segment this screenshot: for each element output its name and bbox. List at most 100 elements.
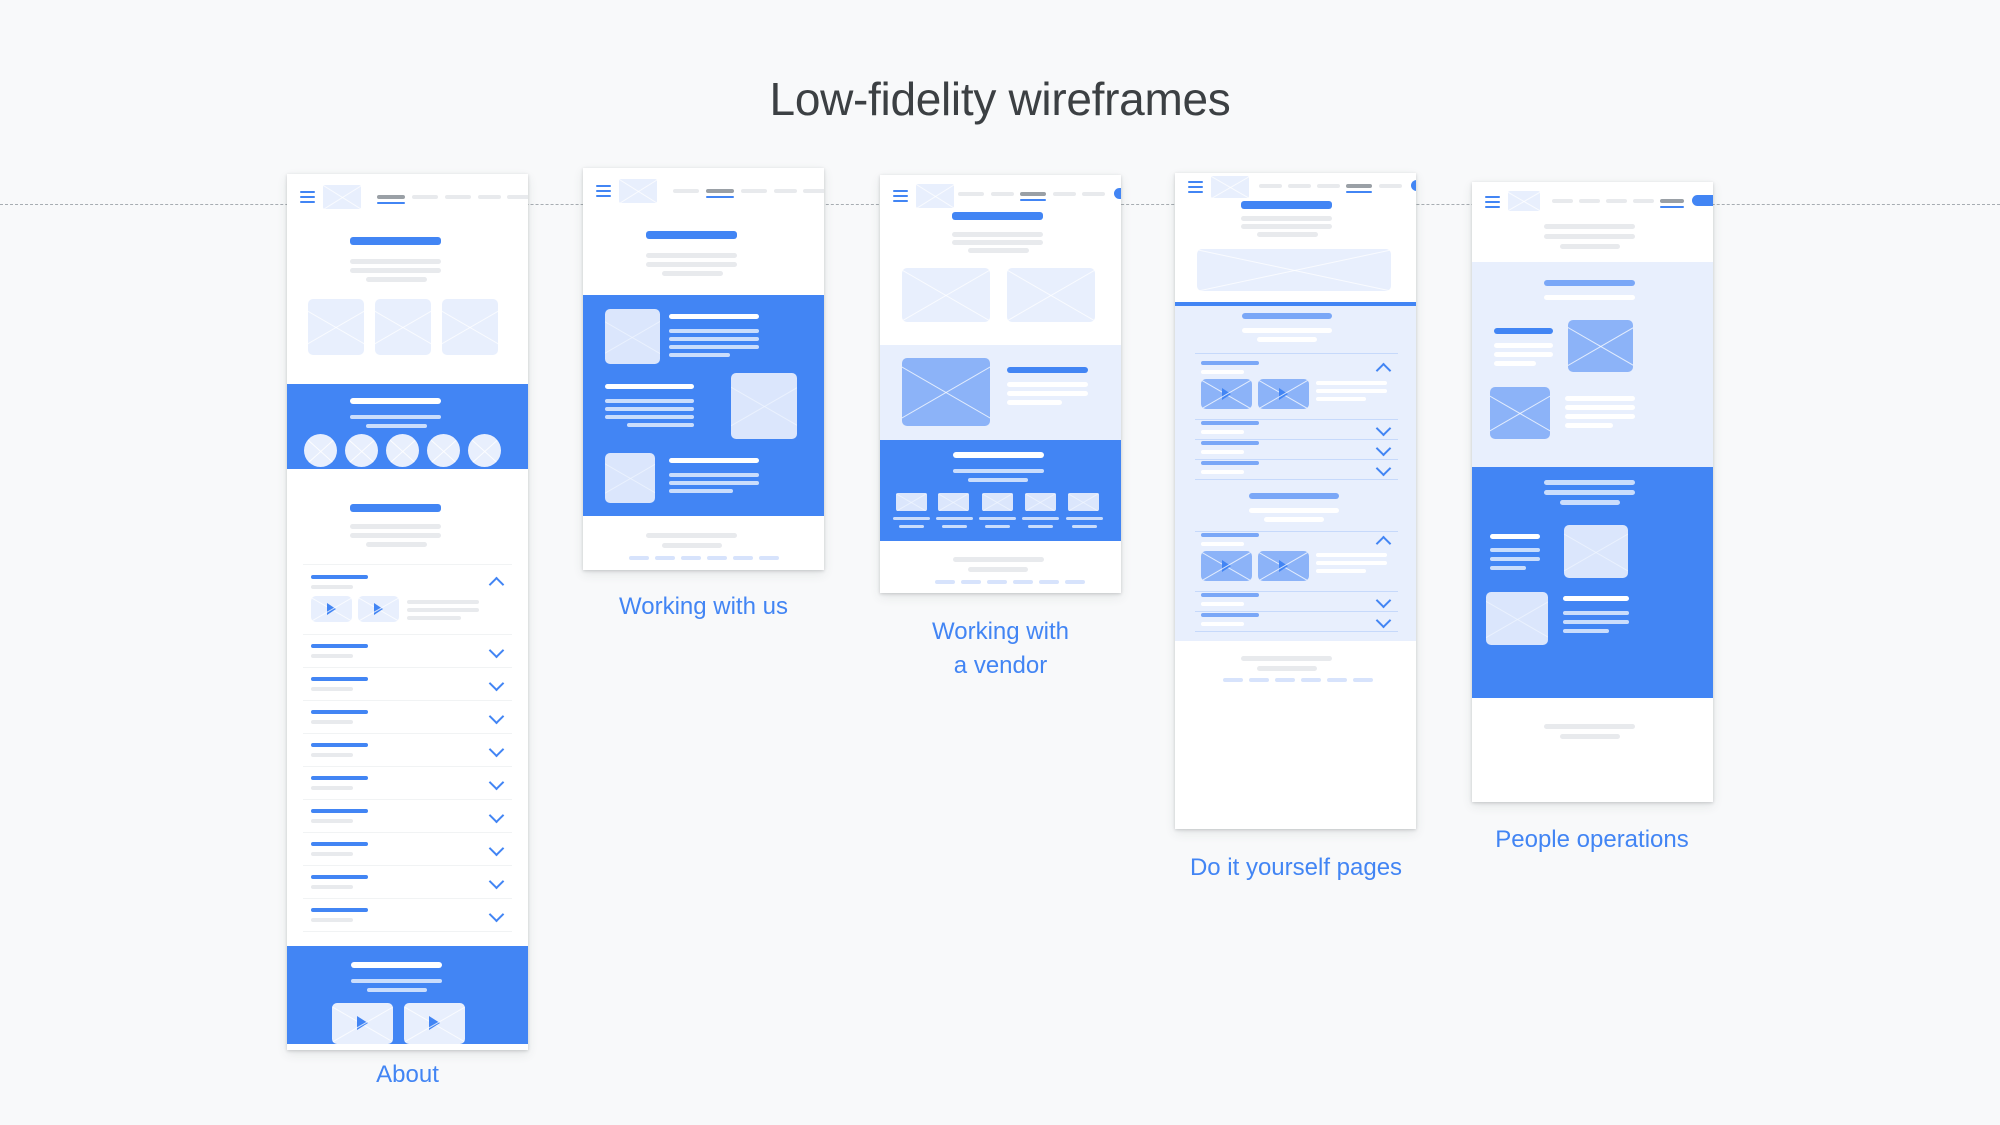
nav-link-1[interactable] [1259, 184, 1282, 188]
image-placeholder[interactable] [375, 299, 431, 355]
image-placeholder[interactable] [1490, 387, 1550, 439]
nav-link-2[interactable] [1288, 184, 1311, 188]
nav-link-4[interactable] [478, 195, 501, 199]
footer-link[interactable] [1013, 580, 1033, 584]
avatar[interactable] [386, 434, 419, 467]
image-placeholder[interactable] [1007, 268, 1095, 322]
nav-link-3[interactable] [445, 195, 471, 199]
avatar[interactable] [468, 434, 501, 467]
footer-link[interactable] [759, 556, 779, 560]
wireframe-people-operations[interactable] [1472, 182, 1713, 802]
nav-link-1[interactable] [377, 195, 405, 204]
nav-link-5[interactable] [1082, 192, 1105, 196]
chevron-down-icon[interactable] [488, 840, 505, 857]
image-placeholder[interactable] [731, 373, 797, 439]
link-card-thumbnail[interactable] [982, 493, 1013, 511]
wireframe-working-with-a-vendor[interactable] [880, 175, 1121, 593]
chevron-down-icon[interactable] [488, 906, 505, 923]
footer-link[interactable] [935, 580, 955, 584]
nav-link-5[interactable] [1660, 199, 1684, 208]
chevron-down-icon[interactable] [488, 774, 505, 791]
footer-link[interactable] [1275, 678, 1295, 682]
wireframe-working-with-us[interactable] [583, 168, 824, 570]
wireframe-about[interactable] [287, 174, 528, 1050]
nav-link-1[interactable] [673, 189, 699, 193]
image-placeholder[interactable] [1564, 525, 1628, 578]
divider [1195, 631, 1398, 632]
chevron-down-icon[interactable] [488, 675, 505, 692]
nav-link-4[interactable] [1053, 192, 1076, 196]
footer-link[interactable] [733, 556, 753, 560]
footer-link[interactable] [987, 580, 1007, 584]
video-thumbnail[interactable] [311, 596, 352, 622]
nav-link-5[interactable] [803, 189, 824, 193]
chevron-down-icon[interactable] [488, 741, 505, 758]
nav-link-1[interactable] [1552, 199, 1573, 203]
image-placeholder[interactable] [442, 299, 498, 355]
footer-link[interactable] [1223, 678, 1243, 682]
nav-link-2[interactable] [412, 195, 438, 199]
chevron-down-icon[interactable] [488, 873, 505, 890]
header-cta-button[interactable] [1692, 195, 1713, 206]
chevron-down-icon[interactable] [488, 642, 505, 659]
image-placeholder[interactable] [1568, 320, 1633, 372]
footer-link[interactable] [1327, 678, 1347, 682]
link-card-thumbnail[interactable] [938, 493, 969, 511]
wireframe-do-it-yourself-pages[interactable] [1175, 173, 1416, 829]
footer-link[interactable] [1039, 580, 1059, 584]
nav-link-3[interactable] [741, 189, 767, 193]
banner-image-placeholder[interactable] [1197, 249, 1391, 291]
image-placeholder[interactable] [605, 309, 660, 364]
nav-link-4[interactable] [774, 189, 797, 193]
nav-link-2[interactable] [706, 189, 734, 198]
link-card-thumbnail[interactable] [896, 493, 927, 511]
video-thumbnail[interactable] [1201, 379, 1252, 409]
video-thumbnail[interactable] [1201, 551, 1252, 581]
nav-link-1[interactable] [958, 192, 984, 196]
nav-link-3[interactable] [1317, 184, 1340, 188]
image-placeholder[interactable] [902, 358, 990, 426]
image-placeholder[interactable] [308, 299, 364, 355]
nav-link-4[interactable] [1633, 199, 1654, 203]
nav-link-2[interactable] [991, 192, 1014, 196]
video-thumbnail[interactable] [332, 1003, 393, 1044]
link-card-thumbnail[interactable] [1068, 493, 1099, 511]
footer-link[interactable] [1065, 580, 1085, 584]
video-thumbnail[interactable] [1258, 379, 1309, 409]
hamburger-menu-icon[interactable] [1485, 196, 1500, 211]
nav-link-5[interactable] [1379, 184, 1402, 188]
video-thumbnail[interactable] [1258, 551, 1309, 581]
link-card-thumbnail[interactable] [1025, 493, 1056, 511]
footer-link[interactable] [1301, 678, 1321, 682]
avatar[interactable] [345, 434, 378, 467]
footer-link[interactable] [961, 580, 981, 584]
video-thumbnail[interactable] [404, 1003, 465, 1044]
nav-link-3[interactable] [1020, 192, 1046, 201]
chevron-down-icon[interactable] [488, 708, 505, 725]
content-band [1472, 467, 1713, 698]
image-placeholder[interactable] [1486, 592, 1548, 645]
footer-link[interactable] [629, 556, 649, 560]
hamburger-menu-icon[interactable] [1188, 181, 1203, 196]
chevron-down-icon[interactable] [488, 807, 505, 824]
header-cta-button[interactable] [1114, 188, 1121, 199]
footer-link[interactable] [655, 556, 675, 560]
image-placeholder[interactable] [605, 453, 655, 503]
nav-link-4[interactable] [1346, 184, 1372, 193]
footer-link[interactable] [707, 556, 727, 560]
image-placeholder[interactable] [902, 268, 990, 322]
footer-link[interactable] [1249, 678, 1269, 682]
hamburger-menu-icon[interactable] [596, 185, 611, 200]
chevron-up-icon[interactable] [488, 576, 505, 593]
hamburger-menu-icon[interactable] [893, 190, 908, 205]
header-cta-button[interactable] [1411, 180, 1416, 191]
hamburger-menu-icon[interactable] [300, 191, 315, 206]
footer-link[interactable] [1353, 678, 1373, 682]
footer-link[interactable] [681, 556, 701, 560]
nav-link-3[interactable] [1606, 199, 1627, 203]
avatar[interactable] [427, 434, 460, 467]
nav-link-5[interactable] [507, 195, 528, 199]
video-thumbnail[interactable] [358, 596, 399, 622]
avatar[interactable] [304, 434, 337, 467]
nav-link-2[interactable] [1579, 199, 1600, 203]
